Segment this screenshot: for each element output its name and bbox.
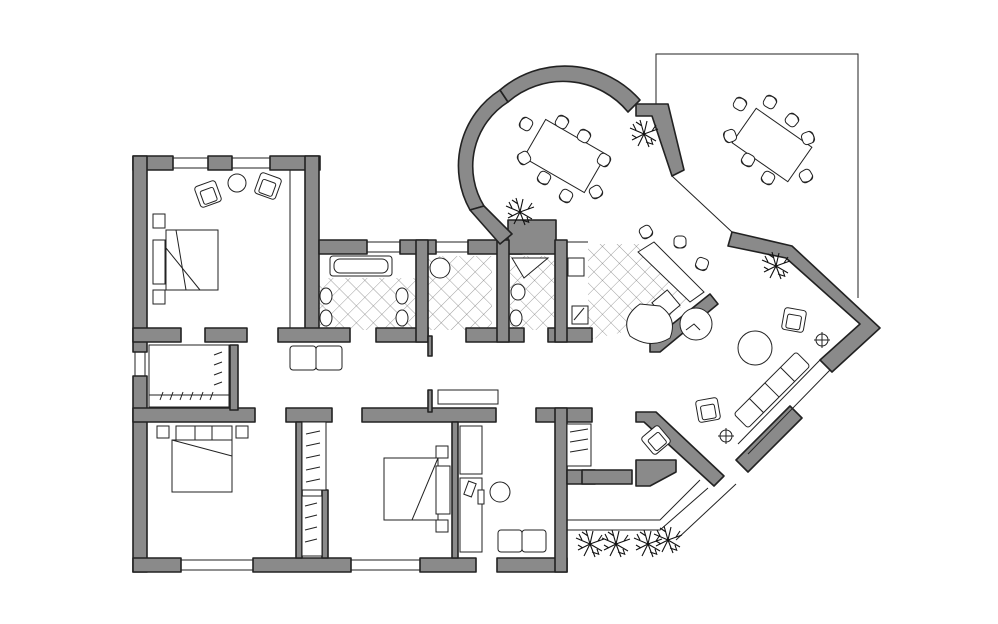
armchair-icon <box>694 396 722 424</box>
bedroom-south <box>383 425 547 553</box>
terrace <box>567 53 859 541</box>
sofa-icon <box>734 352 810 428</box>
lamp-icon <box>489 481 511 503</box>
bed-icon <box>165 229 219 291</box>
desk-icon <box>459 477 483 553</box>
wardrobe-icon <box>459 425 483 475</box>
windows <box>134 157 831 571</box>
coffee-table <box>737 330 773 366</box>
sink-icon <box>567 257 589 325</box>
dining-table-icon <box>731 107 813 183</box>
sofa-icon <box>289 345 343 371</box>
dining-table-icon <box>523 118 607 194</box>
armchair-icon <box>780 306 808 334</box>
kitchen-counter <box>626 241 713 344</box>
lamp-icon <box>718 332 830 444</box>
side-table <box>227 173 247 193</box>
armchair-icon <box>497 529 523 553</box>
nightstand <box>152 289 166 305</box>
armchair-icon <box>253 171 283 201</box>
wardrobe-icon <box>148 344 230 408</box>
bedroom-west <box>152 171 283 305</box>
wardrobe-icon <box>566 423 592 467</box>
terrace-dining <box>721 93 817 187</box>
armchair-icon <box>193 179 223 209</box>
dining-rotunda <box>515 113 613 205</box>
living-room <box>640 306 830 456</box>
nightstand <box>152 213 166 229</box>
bedroom-southwest <box>156 425 249 493</box>
wardrobe-icon <box>301 421 327 557</box>
bed-icon <box>383 457 439 521</box>
console-table <box>437 389 499 405</box>
bathtub-icon <box>329 255 393 277</box>
toilet-icon <box>319 283 526 327</box>
shower <box>429 257 550 279</box>
